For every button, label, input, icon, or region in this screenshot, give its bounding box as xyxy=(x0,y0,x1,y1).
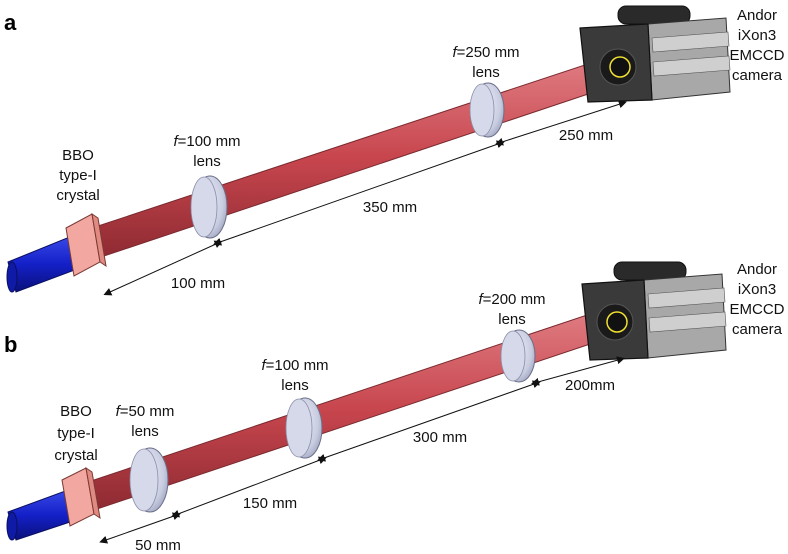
camera-label: Andor iXon3 EMCCD camera xyxy=(730,7,785,84)
camera-label-line: EMCCD xyxy=(730,301,785,318)
panel-letter: a xyxy=(4,10,17,35)
crystal-label-line: BBO xyxy=(62,147,94,164)
lens-word: lens xyxy=(281,377,309,394)
camera-label: Andor iXon3 EMCCD camera xyxy=(730,261,785,338)
beam xyxy=(91,55,619,259)
lens xyxy=(500,329,536,383)
crystal-label: BBO type-I crystal xyxy=(54,403,97,464)
crystal-label-line: type-I xyxy=(59,167,97,184)
lens-focal-length: f=100 mm xyxy=(261,357,328,374)
lens-focal-length: f=250 mm xyxy=(452,44,519,61)
lens-label: f=50 mm lens xyxy=(116,403,175,440)
distance-label: 200mm xyxy=(565,377,615,394)
lens-word: lens xyxy=(498,311,526,328)
dimension-arrow xyxy=(531,356,625,386)
bbo-crystal xyxy=(61,466,101,527)
dimension-arrow xyxy=(213,140,505,246)
lens xyxy=(469,82,505,138)
bbo-crystal xyxy=(65,212,107,277)
lens-focal-length: f=200 mm xyxy=(478,291,545,308)
lens xyxy=(190,175,228,239)
lens-word: lens xyxy=(472,64,500,81)
dimension-arrow xyxy=(317,380,541,462)
dimension-arrow xyxy=(103,240,223,296)
crystal-label-line: crystal xyxy=(56,187,99,204)
lens-label: f=100 mm lens xyxy=(261,357,328,394)
crystal-label-line: BBO xyxy=(60,403,92,420)
lens-word: lens xyxy=(131,423,159,440)
lens xyxy=(129,447,169,513)
dimension-arrow xyxy=(171,456,327,518)
pump-beam-end xyxy=(6,511,18,541)
dimension-arrow xyxy=(99,512,181,544)
camera-label-line: EMCCD xyxy=(730,47,785,64)
camera-label-line: camera xyxy=(732,321,783,338)
camera-label-line: Andor xyxy=(737,261,777,278)
lens xyxy=(285,397,323,459)
lens-focal-length: f=100 mm xyxy=(173,133,240,150)
camera-label-line: Andor xyxy=(737,7,777,24)
lens-focal-length: f=50 mm xyxy=(116,403,175,420)
distance-label: 50 mm xyxy=(135,537,181,554)
camera-label-line: camera xyxy=(732,67,783,84)
camera-label-line: iXon3 xyxy=(738,281,776,298)
crystal-label-line: type-I xyxy=(57,425,95,442)
panel-letter: b xyxy=(4,332,17,357)
crystal-label: BBO type-I crystal xyxy=(56,147,99,204)
emccd-camera xyxy=(579,5,731,103)
emccd-camera xyxy=(581,261,727,361)
lens-label: f=250 mm lens xyxy=(452,44,519,81)
pump-beam-end xyxy=(6,261,18,293)
distance-label: 250 mm xyxy=(559,127,613,144)
distance-label: 300 mm xyxy=(413,429,467,446)
distance-label: 350 mm xyxy=(363,199,417,216)
lens-label: f=200 mm lens xyxy=(478,291,545,328)
lens-label: f=100 mm lens xyxy=(173,133,240,170)
camera-label-line: iXon3 xyxy=(738,27,776,44)
distance-label: 100 mm xyxy=(171,275,225,292)
distance-label: 150 mm xyxy=(243,495,297,512)
panel-b: b xyxy=(4,261,785,554)
dimension-arrow xyxy=(495,100,627,146)
crystal-label-line: crystal xyxy=(54,447,97,464)
lens-word: lens xyxy=(193,153,221,170)
panel-a: a xyxy=(4,5,785,296)
